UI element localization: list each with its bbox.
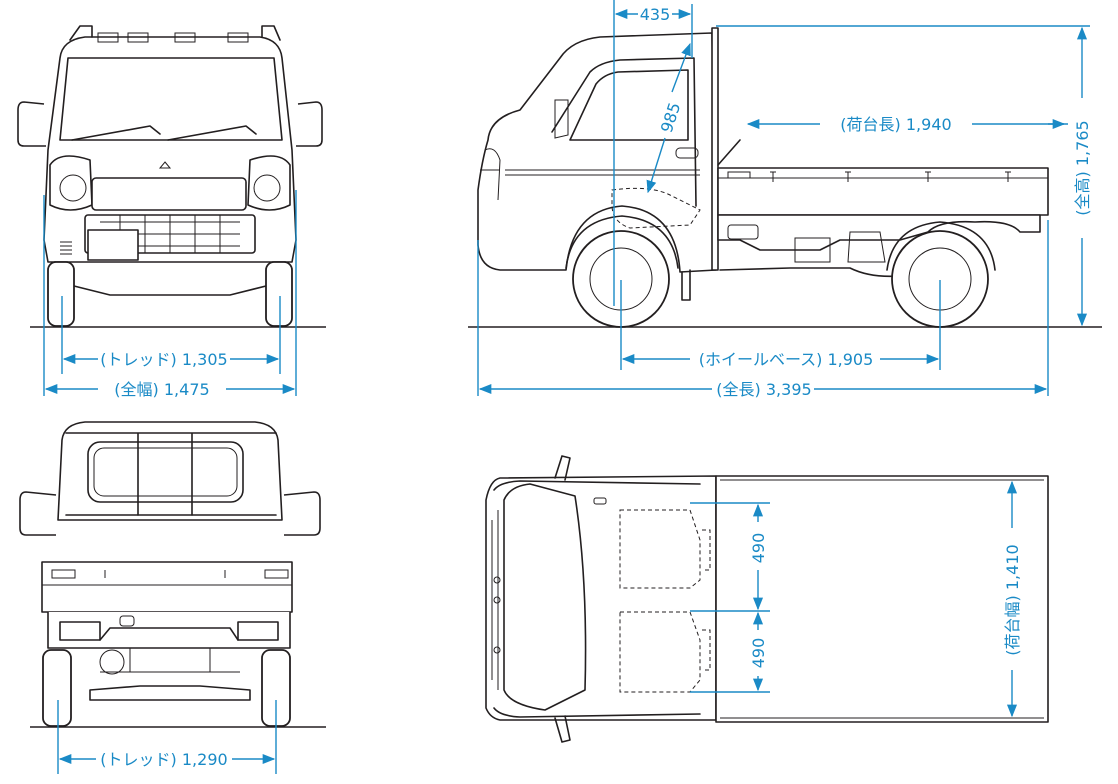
front-tread-label: (トレッド) 1,305 xyxy=(100,350,227,369)
overall-length-label: (全長) 3,395 xyxy=(716,380,811,399)
rear-view: (トレッド) 1,290 xyxy=(19,421,326,774)
rear-tread-label: (トレッド) 1,290 xyxy=(100,750,227,769)
wheelbase-label: (ホイールベース) 1,905 xyxy=(699,350,874,369)
side-view: 435 985 (荷台長) 1,940 (全高) 1,765 (ホイールベース)… xyxy=(468,0,1102,399)
top-view: 490 490 (荷台幅) 1,410 xyxy=(485,455,1049,743)
overall-width-label: (全幅) 1,475 xyxy=(114,380,209,399)
seat-width-front-label: 490 xyxy=(749,533,768,564)
cab-offset-label: 435 xyxy=(640,5,671,24)
front-view: (トレッド) 1,305 (全幅) 1,475 xyxy=(17,25,326,399)
bed-length-label: (荷台長) 1,940 xyxy=(840,115,951,134)
seat-width-rear-label: 490 xyxy=(749,638,768,669)
overall-height-label: (全高) 1,765 xyxy=(1073,120,1092,215)
bed-width-label: (荷台幅) 1,410 xyxy=(1003,544,1022,655)
